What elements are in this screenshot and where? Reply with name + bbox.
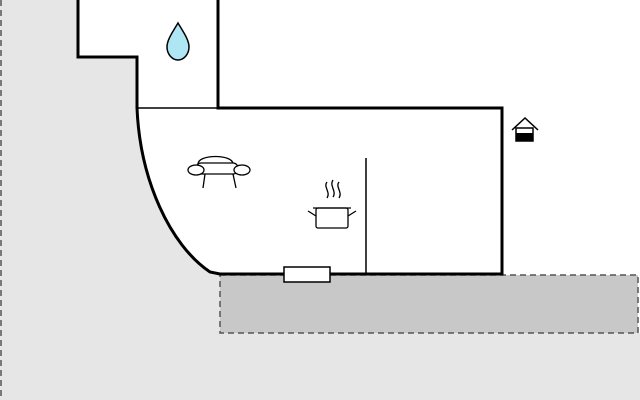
- cooking-pot-icon: [307, 179, 357, 229]
- water-drop-icon: [166, 21, 190, 61]
- terrace: [219, 274, 639, 334]
- plot-area: [0, 0, 220, 400]
- house-entrance-icon: [511, 116, 539, 142]
- sofa-icon: [187, 155, 251, 189]
- door: [283, 266, 331, 283]
- building-footprint: [78, 0, 502, 274]
- plot-lower-area: [0, 333, 640, 400]
